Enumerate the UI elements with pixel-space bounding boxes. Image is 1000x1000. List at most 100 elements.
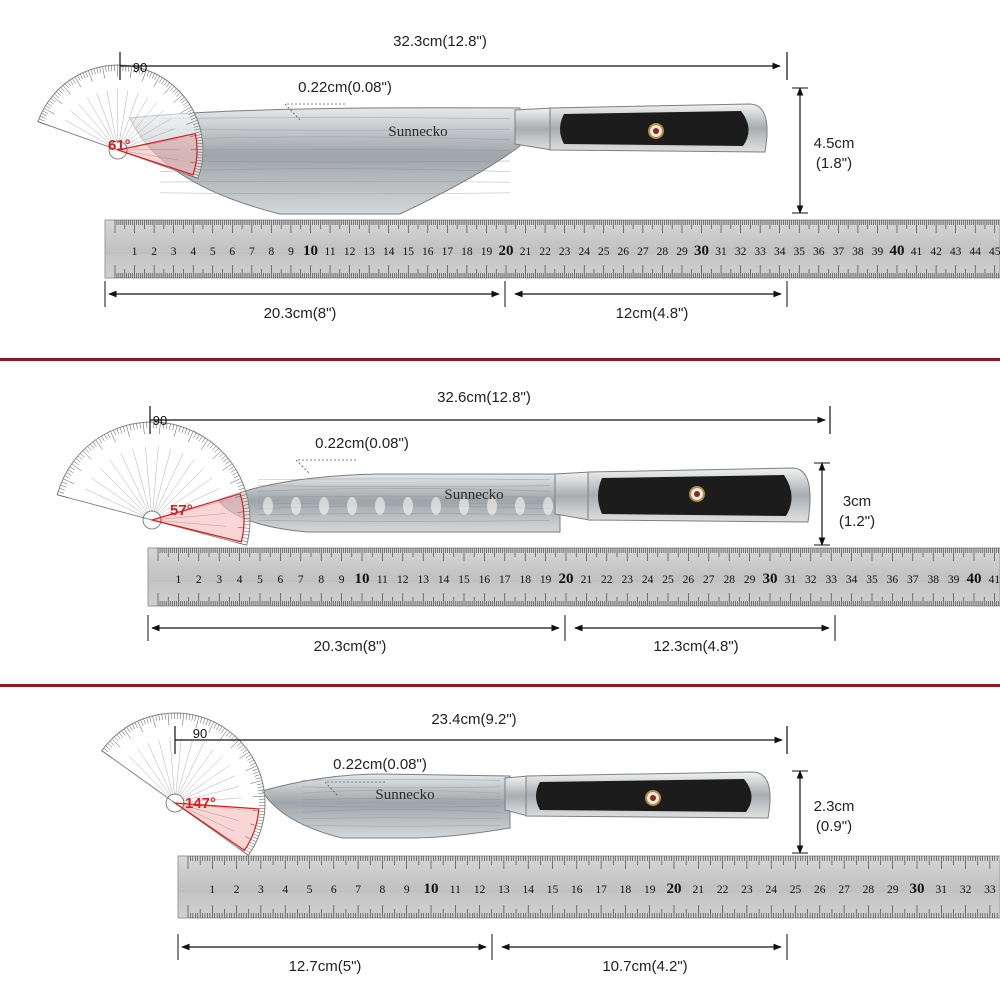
ruler-number: 41 xyxy=(911,246,923,258)
handle-length-label: 12.3cm(4.8") xyxy=(653,638,738,655)
ruler-number: 10 xyxy=(355,571,370,587)
protractor-90-label: 90 xyxy=(193,726,207,741)
damascus-line xyxy=(301,798,501,800)
ruler-body xyxy=(147,547,1000,607)
damascus-line xyxy=(159,117,511,119)
height-inch-label: (1.2") xyxy=(839,513,875,530)
blade-length-label: 20.3cm(8") xyxy=(314,638,387,655)
ruler-number: 8 xyxy=(380,884,386,896)
brand-logo: Sunnecko xyxy=(444,487,503,503)
ruler-number: 36 xyxy=(813,246,825,258)
ruler-number: 22 xyxy=(717,884,729,896)
ruler-number: 18 xyxy=(461,246,473,258)
blade-dimple xyxy=(291,497,301,515)
ruler-number: 7 xyxy=(298,574,304,586)
ruler-number: 28 xyxy=(723,574,735,586)
knife: Sunnecko xyxy=(129,103,768,215)
damascus-line xyxy=(301,805,501,808)
ruler-number: 8 xyxy=(269,246,275,258)
ruler-number: 27 xyxy=(838,884,850,896)
knife-bolster xyxy=(514,107,553,151)
height-label: 2.3cm xyxy=(814,798,855,815)
ruler-number: 12 xyxy=(344,246,356,258)
ruler-number: 25 xyxy=(598,246,610,258)
ruler-number: 21 xyxy=(693,884,705,896)
overall-length-label: 32.6cm(12.8") xyxy=(437,389,531,406)
ruler-number: 24 xyxy=(578,246,590,258)
ruler-number: 37 xyxy=(833,246,845,258)
overall-length-label: 23.4cm(9.2") xyxy=(431,711,516,728)
ruler-number: 40 xyxy=(967,571,982,587)
ruler-number: 12 xyxy=(474,884,486,896)
ruler-number: 40 xyxy=(890,243,905,259)
ruler-number: 12 xyxy=(397,574,409,586)
protractor: 61°90 xyxy=(37,60,204,179)
height-label: 4.5cm xyxy=(814,135,855,152)
blade-dimple xyxy=(319,497,329,515)
angle-label: 57° xyxy=(170,502,193,519)
thickness-label: 0.22cm(0.08") xyxy=(298,79,392,96)
ruler-number: 45 xyxy=(989,246,1000,258)
blade-dimple xyxy=(347,497,357,515)
ruler-number: 11 xyxy=(377,574,388,586)
blade-length-label: 12.7cm(5") xyxy=(289,958,362,975)
brand-logo: Sunnecko xyxy=(388,124,447,140)
damascus-line xyxy=(301,786,501,789)
ruler-number: 8 xyxy=(318,574,324,586)
thickness-leader xyxy=(324,781,385,797)
ruler-number: 27 xyxy=(703,574,715,586)
damascus-line xyxy=(301,789,501,794)
ruler-number: 17 xyxy=(499,574,511,586)
ruler-number: 39 xyxy=(872,246,884,258)
ruler-number: 30 xyxy=(694,243,709,259)
overall-length-label: 32.3cm(12.8") xyxy=(393,33,487,50)
ruler-number: 9 xyxy=(339,574,345,586)
ruler-number: 37 xyxy=(907,574,919,586)
height-inch-label: (0.9") xyxy=(816,818,852,835)
ruler-number: 24 xyxy=(765,884,777,896)
ruler-number: 28 xyxy=(863,884,875,896)
damascus-line xyxy=(257,495,551,498)
ruler-number: 9 xyxy=(288,246,294,258)
ruler-number: 31 xyxy=(715,246,727,258)
thickness-label: 0.22cm(0.08") xyxy=(315,435,409,452)
ruler-number: 17 xyxy=(595,884,607,896)
ruler-number: 32 xyxy=(735,246,747,258)
blade-dimple xyxy=(431,497,441,515)
ruler-number: 4 xyxy=(282,884,288,896)
ruler-number: 17 xyxy=(442,246,454,258)
ruler-number: 39 xyxy=(948,574,960,586)
brand-logo: Sunnecko xyxy=(375,787,434,803)
ruler-number: 33 xyxy=(984,884,996,896)
ruler-number: 38 xyxy=(927,574,939,586)
blade-dimple xyxy=(515,497,525,515)
damascus-line xyxy=(159,180,511,183)
ruler-number: 31 xyxy=(936,884,948,896)
ruler-number: 30 xyxy=(910,881,925,897)
damascus-line xyxy=(257,478,551,481)
ruler-number: 41 xyxy=(989,574,1000,586)
ruler-number: 21 xyxy=(520,246,532,258)
ruler-number: 27 xyxy=(637,246,649,258)
ruler-number: 25 xyxy=(662,574,674,586)
angle-label: 61° xyxy=(108,137,131,154)
knife-blade xyxy=(261,773,511,839)
blade-dimple xyxy=(459,497,469,515)
ruler-number: 26 xyxy=(814,884,826,896)
ruler-number: 9 xyxy=(404,884,410,896)
knife: Sunnecko xyxy=(217,467,811,533)
blade-dimple xyxy=(263,497,273,515)
angle-wedge xyxy=(172,802,260,852)
ruler-number: 20 xyxy=(559,571,574,587)
knife-bolster xyxy=(504,775,529,817)
damascus-line xyxy=(301,809,501,813)
ruler-number: 2 xyxy=(196,574,202,586)
ruler-number: 19 xyxy=(644,884,656,896)
ruler-number: 16 xyxy=(571,884,583,896)
ruler-number: 38 xyxy=(852,246,864,258)
